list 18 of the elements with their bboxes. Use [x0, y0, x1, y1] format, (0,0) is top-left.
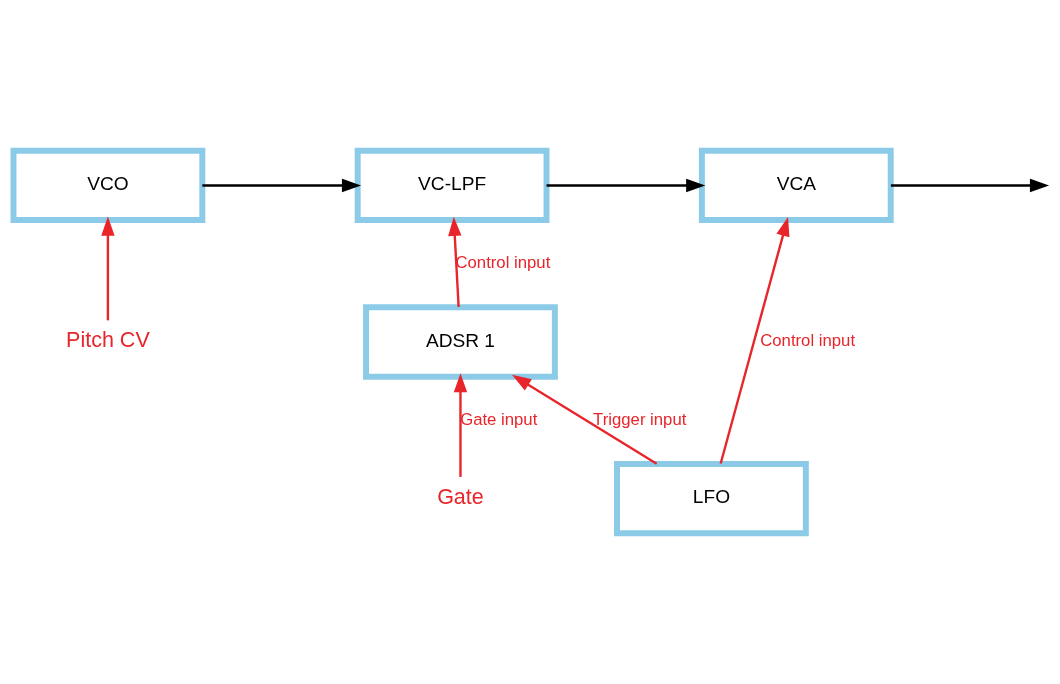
node-box: VC-LPF: [354, 147, 550, 224]
arrow: [719, 216, 790, 464]
arrow: [448, 216, 462, 308]
node-box: VCA: [698, 147, 894, 224]
node-box: ADSR 1: [363, 304, 558, 380]
arrow: [546, 178, 706, 193]
node-text: Pitch CV: [66, 328, 150, 353]
edge-label: Control input: [455, 253, 551, 273]
edge-label: Control input: [760, 331, 856, 351]
arrow: [890, 178, 1050, 193]
node-text: Gate: [437, 484, 484, 509]
edge-label: Trigger input: [593, 409, 687, 429]
arrow: [453, 373, 468, 477]
node-box: VCO: [10, 147, 206, 224]
arrow: [202, 178, 362, 193]
arrow: [512, 374, 658, 465]
node-box: LFO: [614, 460, 809, 537]
arrow: [101, 216, 115, 321]
